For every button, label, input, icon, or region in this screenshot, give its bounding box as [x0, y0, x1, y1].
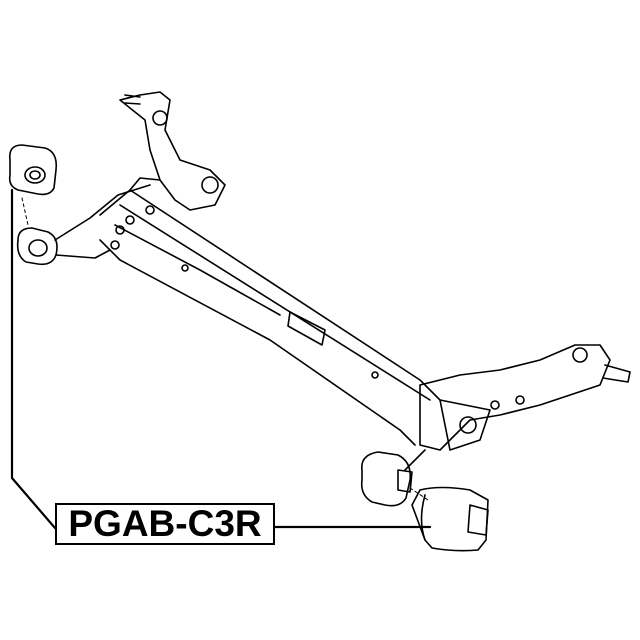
right-mount-bushing	[360, 449, 426, 507]
right-trailing-arm	[419, 344, 631, 451]
left-trailing-arm	[119, 91, 226, 211]
leader-lines	[10, 188, 432, 530]
right-bushing-exploded	[409, 486, 489, 552]
part-number-label: PGAB-C3R	[55, 503, 275, 545]
left-bushing-exploded	[8, 144, 58, 226]
left-mount-bushing	[16, 184, 151, 266]
axle-beam	[99, 177, 441, 446]
